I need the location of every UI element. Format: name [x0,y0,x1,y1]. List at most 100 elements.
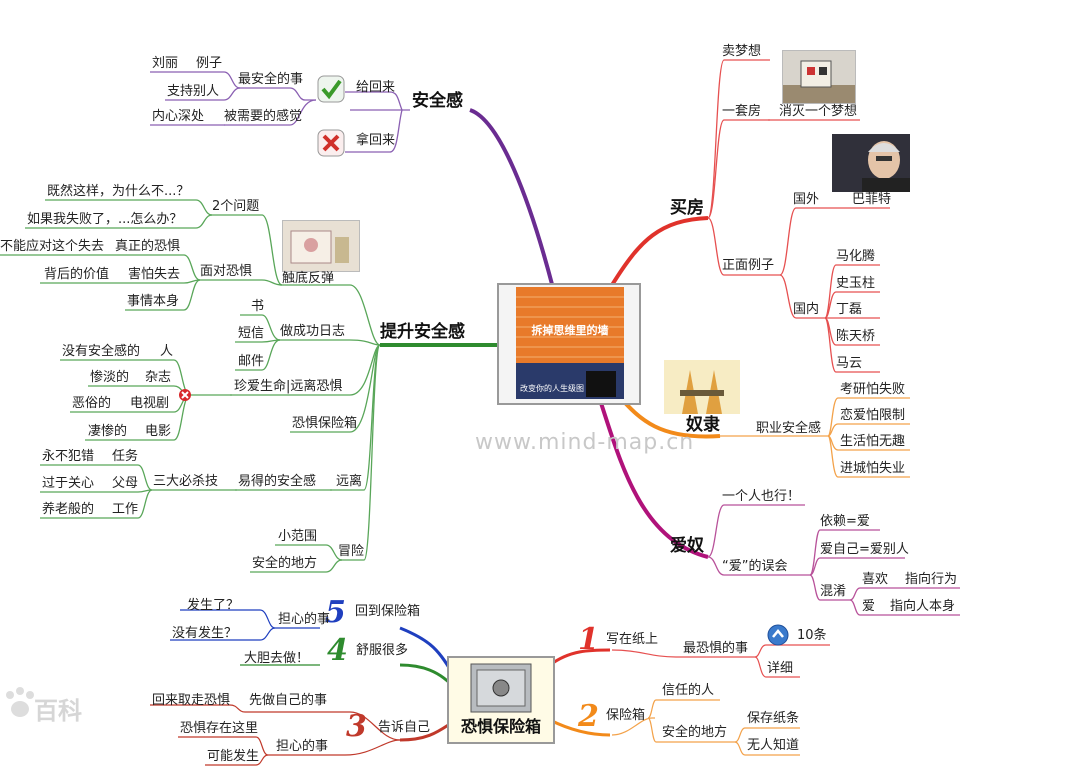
safe-place-2-label: 安全的地方 [662,725,728,740]
love-label: 爱 [862,599,876,614]
come-back-label: 回来取走恐惧 [152,693,231,708]
rely-love-label: 依赖=爱 [820,514,870,529]
step-number-2: 2 [578,699,599,734]
branch-security [469,108,555,289]
worry-3-label: 担心的事 [276,739,329,754]
domestic-name-5: 马云 [836,356,863,371]
do-own-things-label: 先做自己的事 [249,693,328,708]
rebound-image [282,220,360,272]
book-label: 书 [251,299,265,314]
slave-title: 奴隶 [686,415,720,435]
fear-here-label: 恐惧存在这里 [180,721,259,736]
needed-feeling-label: 被需要的感觉 [224,109,303,124]
slave-item-1: 考研怕失败 [840,382,906,397]
three-killers-label: 三大必杀技 [153,474,219,489]
watermark-text: www.mind-map.cn [475,430,695,455]
buffett-photo [832,134,910,192]
magazine-label: 杂志 [145,370,172,385]
positive-example-label: 正面例子 [722,258,775,273]
baidu-logo: 百科 [0,685,100,725]
slave-item-3: 生活怕无趣 [840,434,906,449]
step-number-3: 3 [346,709,367,744]
buffett-label: 巴菲特 [852,192,892,207]
security-title: 安全感 [412,91,463,111]
take-back-label: 拿回来 [356,133,396,148]
question-1: 既然这样，为什么不...？ [47,184,190,199]
retire-like-label: 养老般的 [42,502,95,517]
branch-step1 [549,648,611,667]
tell-yourself-label: 告诉自己 [378,720,431,735]
career-security-label: 职业安全感 [756,421,822,436]
support-others-label: 支持别人 [167,84,220,99]
safe-icon [470,663,532,713]
kill-dream-label: 消灭一个梦想 [779,104,858,119]
face-fear-label: 面对恐惧 [200,264,253,279]
book-title: 拆掉思维里的墙 [531,324,609,337]
slave-item-4: 进城怕失业 [840,461,906,476]
to-behavior-label: 指向行为 [905,572,958,587]
tv-drama-label: 电视剧 [130,396,170,411]
brick-wall-icon [516,296,624,399]
much-better-label: 舒服很多 [356,643,409,658]
safe-box-node: 恐惧保险箱 [447,656,555,744]
safe-box-label: 保险箱 [606,708,646,723]
love-misread-label: “爱”的误会 [722,559,788,574]
tragic-label: 凄惨的 [88,424,128,439]
over-care-label: 过于关心 [42,476,95,491]
alone-ok-label: 一个人也行！ [722,489,801,504]
love-slave-title: 爱奴 [670,536,704,556]
back-to-box-label: 回到保险箱 [355,604,421,619]
self-love-label: 爱自己=爱别人 [820,542,909,557]
give-back-label: 给回来 [356,80,396,95]
keep-note-label: 保存纸条 [747,711,800,726]
thing-itself-label: 事情本身 [127,294,180,309]
detail-label: 详细 [767,661,794,676]
domestic-name-3: 丁磊 [836,302,863,317]
real-fear-label: 真正的恐惧 [115,239,181,254]
fear-box-label: 恐惧保险箱 [292,416,358,431]
inner-heart-label: 内心深处 [152,109,205,124]
a-house-label: 一套房 [722,104,762,119]
branch-step2 [549,718,611,737]
most-feared-label: 最恐惧的事 [683,641,749,656]
domestic-label: 国内 [793,302,820,317]
book-cover-image: 拆掉思维里的墙 改变你的人生级图 [497,283,641,405]
cross-icon [316,128,346,158]
domestic-name-4: 陈天桥 [836,329,876,344]
example-label: 例子 [196,56,223,71]
adventure-label: 冒险 [338,544,365,559]
nobody-knows-label: 无人知道 [747,738,800,753]
work-label: 工作 [112,502,139,517]
confuse-label: 混淆 [820,584,847,599]
abroad-label: 国外 [793,192,820,207]
two-questions-label: 2个问题 [212,199,260,214]
fear-of-loss-label: 害怕失去 [128,267,181,282]
cherish-life-label: 珍爱生命|远离恐惧 [234,379,343,394]
ten-items-label: 10条 [797,628,827,643]
happened-label: 发生了？ [187,598,240,613]
domestic-name-1: 马化腾 [836,249,876,264]
miserable-label: 惨淡的 [90,370,130,385]
delete-icon [178,388,192,402]
write-on-paper-label: 写在纸上 [606,632,659,647]
improve-title: 提升安全感 [380,322,465,342]
value-behind-label: 背后的价值 [44,267,110,282]
house-title: 买房 [670,198,704,218]
not-happened-label: 没有发生？ [172,626,238,641]
paw-icon [6,687,34,717]
easy-security-label: 易得的安全感 [238,474,317,489]
no-security-label: 没有安全感的 [62,344,141,359]
cant-handle-loss-label: 不能应对这个失去 [0,239,105,254]
sms-label: 短信 [238,326,265,341]
never-wrong-label: 永不犯错 [42,449,95,464]
book-tagline: 改变你的人生级图 [520,384,584,393]
domestic-name-2: 史玉柱 [836,276,876,291]
slave-item-2: 恋爱怕限制 [840,408,906,423]
step-number-4: 4 [327,633,348,668]
success-log-label: 做成功日志 [280,324,346,339]
stay-away-label: 远离 [336,474,363,489]
chained-hands-image [664,360,740,414]
safe-place-label: 安全的地方 [252,556,318,571]
safest-thing-label: 最安全的事 [238,72,304,87]
